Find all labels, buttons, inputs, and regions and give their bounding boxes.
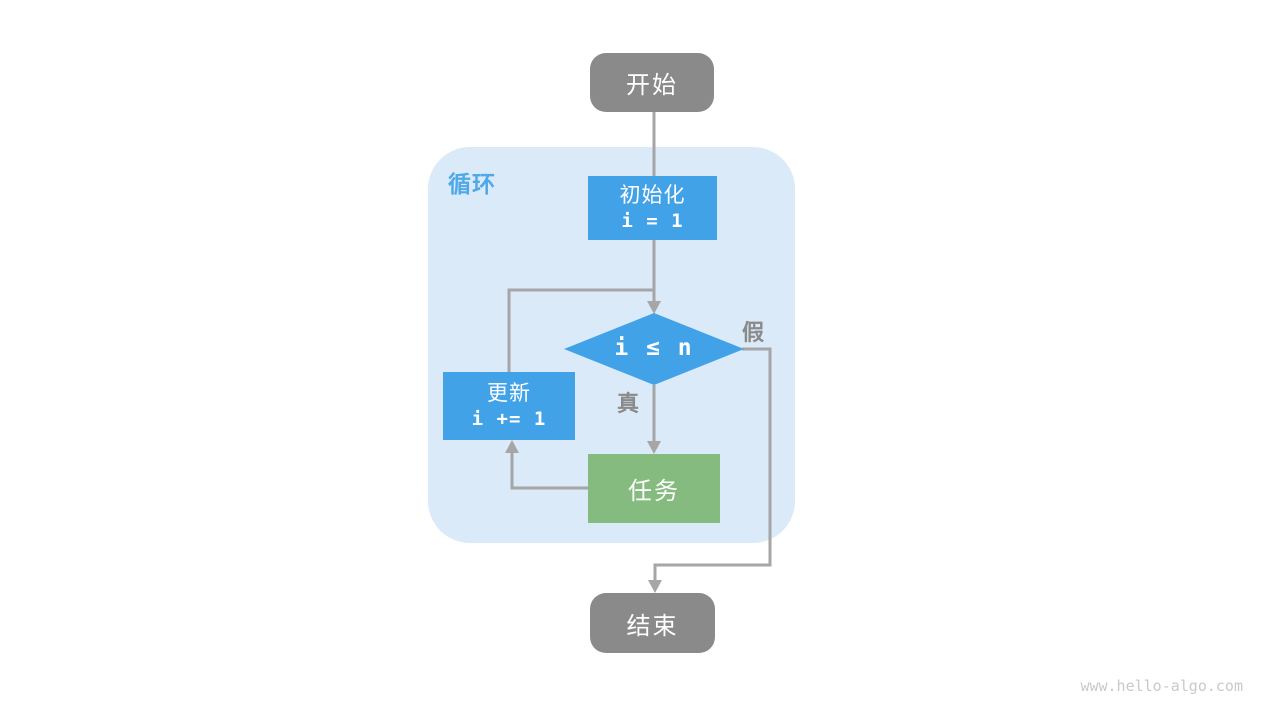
init-node-code: i = 1 [621,209,684,232]
edge-condition-to-end [653,347,772,582]
update-node-code: i += 1 [471,407,547,430]
watermark: www.hello-algo.com [1080,677,1243,695]
condition-label: i ≤ n [614,335,694,361]
false-branch-label: 假 [742,320,766,345]
loop-container-label: 循环 [448,171,496,197]
start-node-label: 开始 [626,72,678,99]
arrowhead-into-condition [647,301,661,314]
update-node: 更新 i += 1 [443,372,575,440]
true-branch-label: 真 [617,391,641,416]
arrowhead-into-update [505,440,519,453]
init-node: 初始化 i = 1 [588,176,717,240]
update-node-label: 更新 [487,381,531,405]
condition-diamond [564,313,744,385]
end-node: 结束 [590,593,715,653]
arrowhead-into-end [648,580,662,593]
end-node-label: 结束 [626,612,679,640]
task-node: 任务 [588,454,720,523]
edge-task-to-update [510,451,590,490]
edge-update-loopback [507,288,654,374]
start-node: 开始 [590,53,714,112]
task-node-label: 任务 [628,478,680,505]
arrowhead-into-task [647,441,661,454]
init-node-label: 初始化 [619,183,686,207]
